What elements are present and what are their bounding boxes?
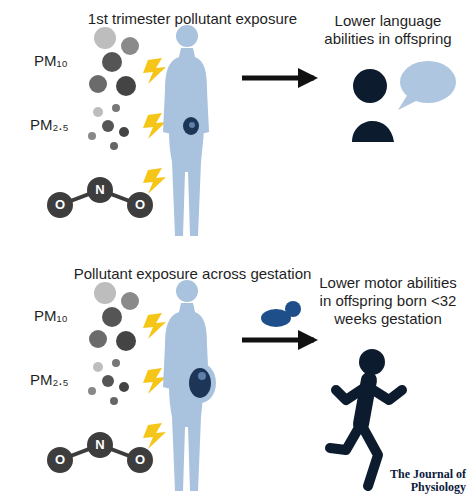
arrow (242, 338, 314, 343)
particle (116, 76, 136, 96)
particle (112, 104, 120, 112)
particle (102, 307, 122, 327)
limb (336, 386, 367, 400)
woman-figure (163, 280, 216, 491)
figure-panel: 1st trimester pollutant exposure (145, 30, 240, 240)
pollutant-label: PM₂.₅ (30, 116, 69, 134)
running-child (330, 349, 402, 486)
figure-panel: Pollutant exposure across gestation (145, 285, 240, 497)
lightning-bolt (143, 113, 166, 139)
atom-symbol: N (87, 432, 113, 458)
lightning-bolt (143, 368, 166, 394)
atom-symbol: O (127, 447, 153, 473)
particle (94, 282, 116, 304)
limb (330, 424, 361, 450)
atom-symbol: O (47, 192, 73, 218)
particle (94, 27, 116, 49)
particle (102, 52, 122, 72)
baby-head (285, 301, 301, 317)
child-head (353, 69, 387, 103)
particle (93, 362, 103, 372)
particle (89, 330, 107, 348)
atom-symbol: O (47, 447, 73, 473)
body (163, 48, 209, 236)
head (176, 280, 198, 302)
panel-heading: Lower language abilities in offspring (310, 12, 466, 50)
speech-bubble-tail (398, 94, 418, 110)
lightning-bolt (143, 313, 166, 339)
atom (87, 177, 113, 203)
atom (47, 192, 73, 218)
limb (361, 424, 378, 486)
child-shoulders (352, 121, 394, 142)
particle (88, 387, 96, 395)
particle (89, 75, 107, 93)
lightning-bolt (143, 58, 166, 84)
figure-panel: Lower language abilities in offspring (318, 50, 458, 150)
atom (127, 192, 153, 218)
particle (110, 397, 118, 405)
lightning-bolt (143, 168, 166, 194)
particle (119, 127, 129, 137)
panel-heading: 1st trimester pollutant exposure (88, 10, 297, 30)
particle (121, 292, 139, 310)
particle (88, 132, 96, 140)
particle (119, 382, 129, 392)
pollutant-label: PM₁₀ (34, 307, 68, 325)
arrow (242, 76, 314, 81)
atom-symbol: N (87, 177, 113, 203)
atom (47, 447, 73, 473)
particle (93, 107, 103, 117)
uterus (189, 368, 211, 398)
head (176, 25, 198, 47)
embryo (189, 122, 195, 128)
particle (110, 142, 118, 150)
pollutant-label: PM₂.₅ (30, 371, 69, 389)
panel-heading: Lower motor abilities in offspring born … (312, 274, 464, 330)
lightning-bolt (143, 423, 166, 449)
atom (87, 432, 113, 458)
particle (102, 375, 114, 387)
pollutant-label: PM₁₀ (34, 52, 68, 70)
panel-heading: Pollutant exposure across gestation (74, 265, 312, 285)
uterus (183, 117, 199, 135)
limb (367, 386, 402, 400)
belly (184, 363, 216, 403)
particle (102, 120, 114, 132)
journal-logo: The Journal of Physiology (382, 468, 466, 494)
fetus (198, 372, 206, 380)
particle (112, 359, 120, 367)
particle (121, 37, 139, 55)
particle (116, 331, 136, 351)
woman-figure (163, 25, 209, 236)
atom (127, 447, 153, 473)
atom-symbol: O (127, 192, 153, 218)
head (359, 349, 385, 375)
